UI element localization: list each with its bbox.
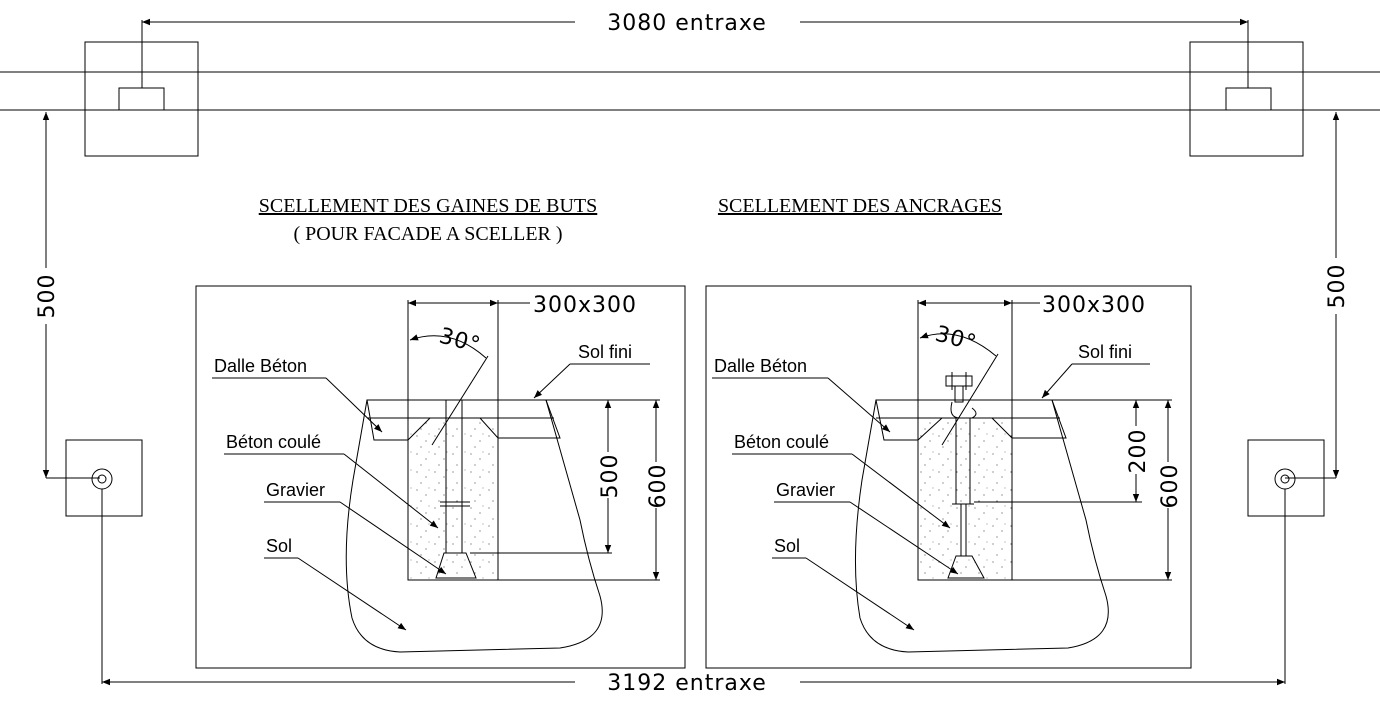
right-slab — [875, 399, 1067, 441]
right-size-label: 300x300 — [1042, 293, 1146, 318]
right-label-gravier: Gravier — [776, 480, 835, 500]
left-depth-inner-label: 500 — [598, 454, 623, 499]
bottom-right-anchor-block — [1247, 439, 1325, 684]
left-size-label: 300x300 — [533, 293, 637, 318]
top-rails — [0, 71, 1380, 111]
right-depth-total-label: 600 — [1158, 464, 1183, 509]
left-label-gravier: Gravier — [266, 480, 325, 500]
bottom-entraxe-label: 3192 entraxe — [607, 671, 767, 696]
right-label-dalle: Dalle Béton — [714, 356, 807, 376]
left-label-sol: Sol — [266, 536, 292, 556]
left-depth-total-label: 600 — [646, 464, 671, 509]
right-depth-dimension: 500 — [1285, 112, 1352, 479]
right-label-sol: Sol — [774, 536, 800, 556]
right-label-sol-fini: Sol fini — [1078, 342, 1132, 362]
left-angle-label: 30° — [436, 324, 483, 359]
bottom-left-anchor-block — [65, 439, 143, 684]
left-label-beton: Béton coulé — [226, 432, 321, 452]
right-detail-title: SCELLEMENT DES ANCRAGES — [718, 195, 1002, 217]
right-angle-label: 30° — [932, 322, 979, 357]
top-dimension: 3080 entraxe — [141, 11, 1249, 88]
right-soil-body — [854, 399, 1109, 653]
left-500-label: 500 — [35, 274, 60, 319]
top-right-footing — [1189, 41, 1304, 157]
right-label-beton: Béton coulé — [734, 432, 829, 452]
left-depth-dimension: 500 — [30, 112, 100, 479]
left-label-sol-fini: Sol fini — [578, 342, 632, 362]
top-entraxe-label: 3080 entraxe — [607, 11, 767, 36]
right-detail-panel: 300x300 30° 200 600 Dalle Béton Sol fini… — [705, 285, 1192, 669]
right-depth-inner-label: 200 — [1126, 429, 1151, 474]
left-detail-subtitle: ( POUR FACADE A SCELLER ) — [293, 223, 562, 245]
right-500-label: 500 — [1325, 264, 1350, 309]
left-soil-body — [345, 399, 603, 653]
left-label-dalle: Dalle Béton — [214, 356, 307, 376]
left-detail-title: SCELLEMENT DES GAINES DE BUTS — [259, 195, 598, 217]
bottom-dimension: 3192 entraxe — [102, 671, 1285, 696]
left-slab — [366, 399, 561, 441]
left-detail-panel: 300x300 30° 500 600 Dalle Béton Sol fini… — [195, 285, 686, 669]
